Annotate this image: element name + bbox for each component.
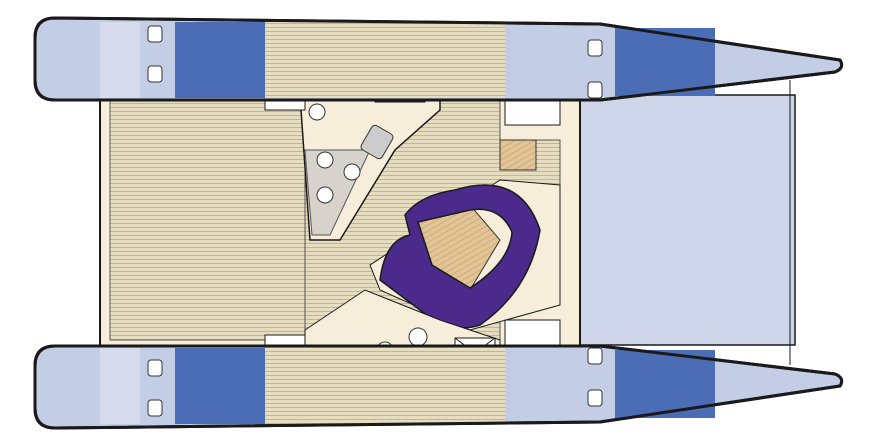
nav-table: [499, 139, 537, 171]
port-hull: [33, 16, 844, 102]
starboard-hull: [33, 344, 844, 430]
trampoline: [574, 94, 796, 346]
cockpit-deck: [109, 99, 306, 341]
sink-icon: [360, 124, 394, 160]
